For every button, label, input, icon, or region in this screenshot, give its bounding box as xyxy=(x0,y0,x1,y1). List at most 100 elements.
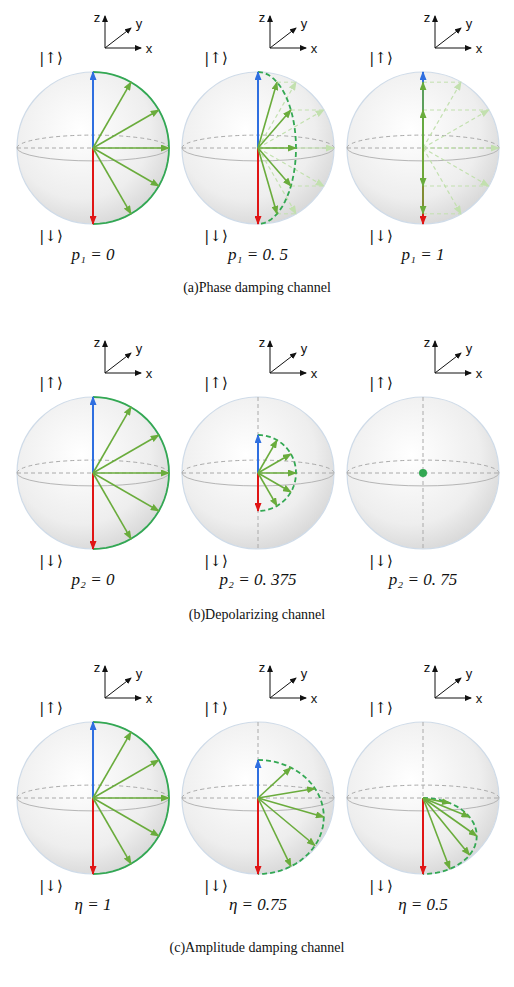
y-axis-arrow xyxy=(105,678,131,698)
y-axis-arrow xyxy=(105,353,131,373)
subfigure-caption: (a)Phase damping channel xyxy=(183,281,331,295)
axis-label: z xyxy=(424,11,431,24)
state-label: |↑⟩ xyxy=(369,701,392,716)
state-arrow xyxy=(93,407,131,473)
bloch-sphere xyxy=(347,666,499,874)
down-state-arrow xyxy=(92,798,94,874)
z-axis-arrow xyxy=(105,16,106,48)
original-state-arrow xyxy=(423,110,489,148)
original-state-arrow xyxy=(258,82,296,148)
original-state-arrow xyxy=(423,82,461,148)
sphere xyxy=(17,722,169,874)
axis-label: x xyxy=(476,692,483,705)
parameter-label: p₁ = 0. 5 xyxy=(228,246,288,263)
state-arc xyxy=(93,722,169,874)
x-axis-arrow xyxy=(270,373,306,374)
original-state-arrow xyxy=(423,147,499,148)
axis-label: x xyxy=(476,42,483,55)
axis-label: x xyxy=(146,42,153,55)
x-axis-arrow xyxy=(105,698,141,699)
projection-line xyxy=(423,186,489,187)
axis-label: x xyxy=(311,692,318,705)
y-axis-arrow xyxy=(270,678,296,698)
bloch-sphere xyxy=(182,666,334,874)
axis-label: x xyxy=(146,692,153,705)
projection-line xyxy=(423,110,489,111)
bloch-sphere xyxy=(347,16,499,224)
state-label: |↑⟩ xyxy=(39,701,62,716)
state-arrow xyxy=(93,473,159,511)
up-state-arrow xyxy=(92,722,94,798)
y-axis-arrow xyxy=(270,28,296,48)
state-arrow xyxy=(423,798,470,855)
state-label: |↓⟩ xyxy=(204,229,227,244)
state-arrow xyxy=(93,148,131,214)
state-label: |↓⟩ xyxy=(369,879,392,894)
sphere xyxy=(347,397,499,549)
axis-label: z xyxy=(259,11,266,24)
axis-label: z xyxy=(259,661,266,674)
axis-label: z xyxy=(424,661,431,674)
parameter-label: η = 1 xyxy=(75,896,112,913)
state-arrow xyxy=(422,110,424,148)
state-arrow xyxy=(423,798,450,869)
down-state-arrow xyxy=(92,473,94,549)
state-arrow xyxy=(258,798,324,817)
axis-label: y xyxy=(466,342,473,355)
axis-label: z xyxy=(259,336,266,349)
down-state-arrow xyxy=(257,473,259,511)
parameter-label: η = 0.5 xyxy=(398,896,448,913)
bloch-sphere xyxy=(182,341,334,549)
state-arrow xyxy=(93,798,159,836)
axis-label: y xyxy=(136,667,143,680)
parameter-label: p₂ = 0 xyxy=(72,571,115,588)
state-label: |↑⟩ xyxy=(369,376,392,391)
parameter-label: p₁ = 0 xyxy=(72,246,115,263)
state-label: |↑⟩ xyxy=(39,51,62,66)
state-arrow xyxy=(258,798,315,846)
state-label: |↓⟩ xyxy=(369,229,392,244)
x-axis-arrow xyxy=(435,698,471,699)
parameter-label: p₂ = 0. 75 xyxy=(389,571,457,588)
state-arrow xyxy=(93,732,131,798)
axis-label: y xyxy=(301,667,308,680)
state-arrow xyxy=(93,435,159,473)
axis-label: y xyxy=(466,17,473,30)
state-label: |↑⟩ xyxy=(204,376,227,391)
state-arrow xyxy=(93,473,131,539)
axis-label: z xyxy=(94,11,101,24)
up-state-arrow xyxy=(92,72,94,148)
x-axis-arrow xyxy=(270,48,306,49)
projection-line xyxy=(423,148,499,149)
state-arrow xyxy=(93,798,131,864)
state-arc xyxy=(258,72,296,224)
x-axis-arrow xyxy=(435,373,471,374)
z-axis-arrow xyxy=(435,666,436,698)
state-arrow xyxy=(258,473,277,506)
state-arrow xyxy=(422,148,424,214)
projection-line xyxy=(291,186,324,187)
state-arc xyxy=(258,760,324,874)
axis-label: y xyxy=(301,17,308,30)
state-arrow xyxy=(258,789,315,799)
y-axis-arrow xyxy=(105,28,131,48)
z-axis-arrow xyxy=(105,666,106,698)
state-label: |↓⟩ xyxy=(39,229,62,244)
up-state-arrow xyxy=(422,72,424,148)
state-label: |↓⟩ xyxy=(39,879,62,894)
axis-label: y xyxy=(466,667,473,680)
down-state-arrow xyxy=(422,148,424,224)
z-axis-arrow xyxy=(435,341,436,373)
state-arrow xyxy=(258,798,291,866)
state-arc xyxy=(258,435,296,511)
up-state-arrow xyxy=(92,397,94,473)
up-state-arrow xyxy=(257,72,259,148)
state-label: |↑⟩ xyxy=(204,701,227,716)
state-label: |↓⟩ xyxy=(369,554,392,569)
z-axis-arrow xyxy=(270,666,271,698)
x-axis-arrow xyxy=(435,48,471,49)
bloch-sphere xyxy=(182,16,334,224)
state-arc xyxy=(422,72,424,224)
bloch-sphere xyxy=(17,341,169,549)
